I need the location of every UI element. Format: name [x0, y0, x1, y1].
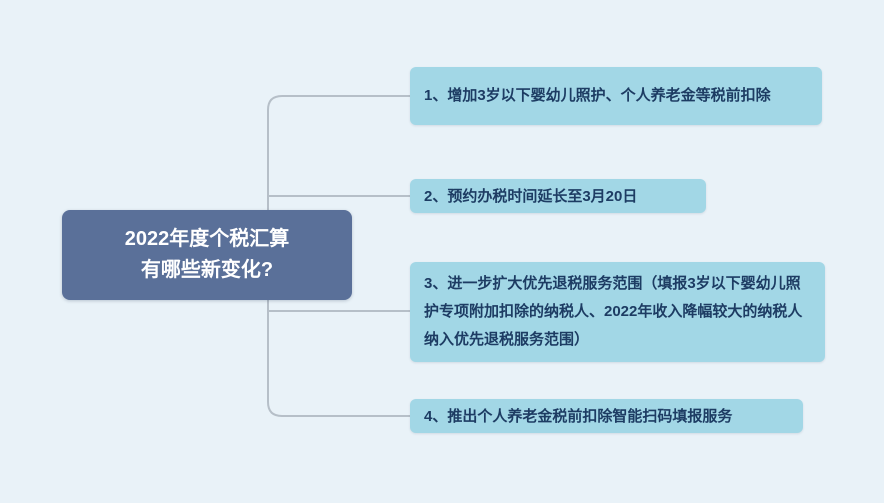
branch-node-2[interactable]: 2、预约办税时间延长至3月20日 [410, 179, 706, 213]
root-topic-node[interactable]: 2022年度个税汇算 有哪些新变化? [62, 210, 352, 300]
branch-node-4[interactable]: 4、推出个人养老金税前扣除智能扫码填报服务 [410, 399, 803, 433]
branch-node-3[interactable]: 3、进一步扩大优先退税服务范围（填报3岁以下婴幼儿照护专项附加扣除的纳税人、20… [410, 262, 825, 362]
branch-node-1[interactable]: 1、增加3岁以下婴幼儿照护、个人养老金等税前扣除 [410, 67, 822, 125]
